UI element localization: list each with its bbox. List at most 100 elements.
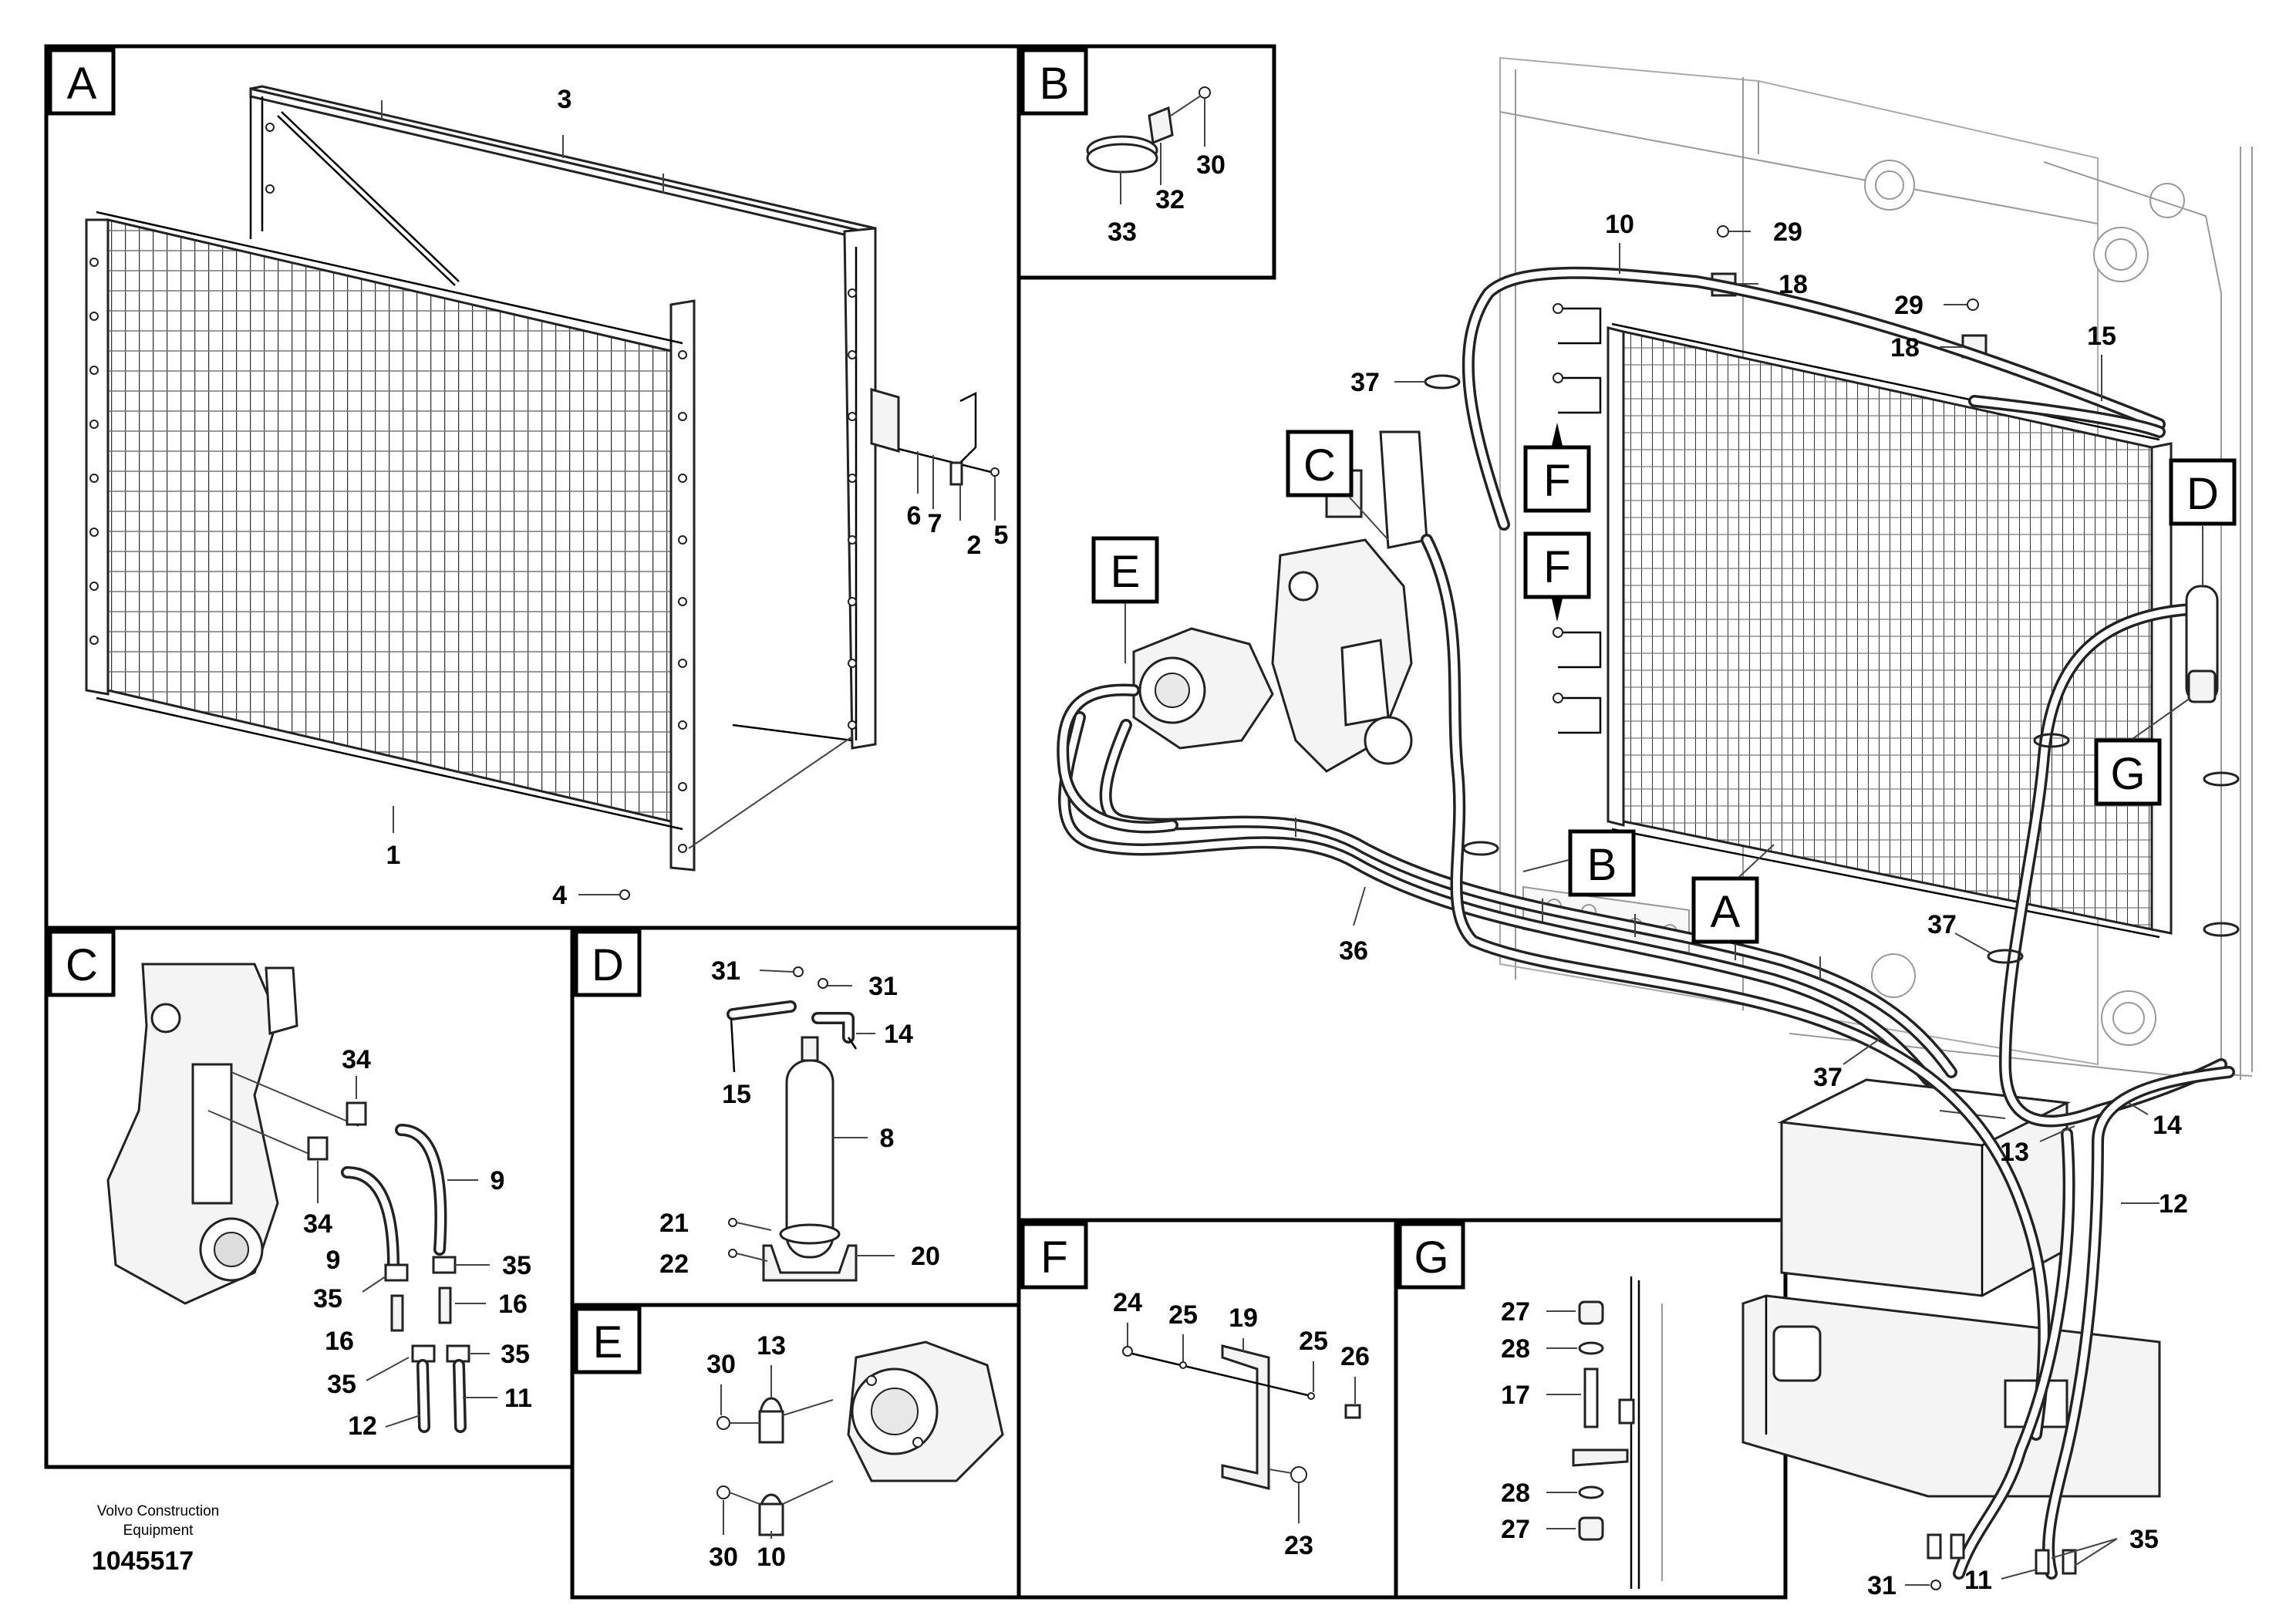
refrigerant-lines bbox=[1057, 266, 2240, 1590]
panel-d: D 31 31 14 15 8 21 22 20 bbox=[574, 929, 940, 1282]
overview-tag-g: G bbox=[2094, 697, 2191, 806]
overview-tag-a: A bbox=[1691, 844, 1775, 944]
callout-4: 4 bbox=[552, 881, 567, 910]
callout-f-24: 24 bbox=[1113, 1288, 1142, 1317]
panel-tag-c: C bbox=[48, 929, 116, 997]
svg-text:E: E bbox=[1111, 547, 1141, 597]
svg-text:C: C bbox=[66, 940, 98, 990]
overview-callout-37c: 37 bbox=[1813, 1063, 1843, 1092]
callout-e-13: 13 bbox=[757, 1331, 786, 1361]
bracket-assembly bbox=[870, 388, 1000, 521]
engine-housing bbox=[106, 963, 298, 1305]
svg-text:G: G bbox=[1414, 1233, 1448, 1283]
overview-callout-13: 13 bbox=[2000, 1138, 2029, 1167]
panel-tag-a: A bbox=[48, 48, 116, 116]
overview-tag-c: C bbox=[1286, 430, 1389, 541]
callout-g-27a: 27 bbox=[1501, 1297, 1530, 1327]
callout-7: 7 bbox=[928, 509, 942, 538]
callout-d-14: 14 bbox=[884, 1020, 913, 1049]
panel-f: F 24 25 19 25 26 23 bbox=[1020, 1222, 1370, 1560]
svg-text:A: A bbox=[1711, 887, 1741, 937]
callout-f-23: 23 bbox=[1284, 1531, 1313, 1560]
callout-d-22: 22 bbox=[659, 1249, 689, 1279]
overview-callout-37b: 37 bbox=[1927, 910, 1957, 939]
svg-text:F: F bbox=[1543, 456, 1570, 506]
callout-6: 6 bbox=[907, 501, 922, 531]
callout-c-12: 12 bbox=[348, 1411, 377, 1441]
overview-callout-18a: 18 bbox=[1778, 270, 1808, 299]
callout-1: 1 bbox=[386, 841, 401, 870]
panel-tag-g: G bbox=[1397, 1222, 1465, 1290]
callout-f-25b: 25 bbox=[1299, 1327, 1328, 1356]
overview-tag-f1: F bbox=[1523, 423, 1591, 513]
callout-c-9b: 9 bbox=[326, 1246, 341, 1275]
svg-text:D: D bbox=[2186, 469, 2219, 519]
svg-text:F: F bbox=[1543, 542, 1570, 592]
publisher-footer: Volvo Construction Equipment 1045517 bbox=[92, 1503, 219, 1576]
callout-c-16b: 16 bbox=[325, 1327, 354, 1356]
callout-e-10: 10 bbox=[757, 1543, 786, 1572]
panel-c: C 34 34 bbox=[48, 929, 532, 1441]
svg-text:F: F bbox=[1040, 1233, 1067, 1283]
svg-text:E: E bbox=[593, 1317, 623, 1367]
overview-callout-37a: 37 bbox=[1350, 368, 1380, 397]
callout-e-30a: 30 bbox=[706, 1350, 736, 1379]
panel-tag-b: B bbox=[1020, 48, 1088, 116]
overview-callout-10: 10 bbox=[1605, 210, 1634, 239]
panel-tag-e: E bbox=[574, 1307, 642, 1374]
callout-d-31b: 31 bbox=[868, 972, 898, 1001]
panel-a: A bbox=[48, 48, 1009, 910]
condenser-core bbox=[85, 211, 853, 872]
panel-tag-f: F bbox=[1020, 1222, 1088, 1290]
callout-c-35a: 35 bbox=[502, 1251, 531, 1280]
callout-c-9a: 9 bbox=[491, 1166, 505, 1195]
footer-line2: Equipment bbox=[123, 1523, 194, 1539]
svg-text:B: B bbox=[1040, 59, 1070, 109]
overview-assembly: C E F F D G B bbox=[1057, 56, 2253, 1600]
svg-text:D: D bbox=[592, 940, 624, 990]
callout-c-16a: 16 bbox=[498, 1290, 528, 1319]
callout-2: 2 bbox=[967, 531, 982, 560]
footer-line1: Volvo Construction bbox=[97, 1503, 219, 1519]
callout-f-25a: 25 bbox=[1168, 1300, 1198, 1330]
callout-g-17: 17 bbox=[1501, 1381, 1530, 1410]
overview-callout-29a: 29 bbox=[1773, 218, 1802, 247]
callout-f-19: 19 bbox=[1229, 1303, 1258, 1333]
overview-callout-11: 11 bbox=[1964, 1566, 1992, 1595]
overview-callout-12: 12 bbox=[2159, 1189, 2188, 1219]
svg-text:A: A bbox=[67, 59, 97, 109]
callout-d-15: 15 bbox=[722, 1080, 751, 1109]
overview-tag-f2: F bbox=[1523, 531, 1591, 622]
callout-d-21: 21 bbox=[659, 1209, 689, 1238]
callout-d-20: 20 bbox=[911, 1242, 940, 1271]
overview-callout-18b: 18 bbox=[1890, 333, 1920, 363]
callout-g-28b: 28 bbox=[1501, 1479, 1530, 1508]
callout-c-35d: 35 bbox=[327, 1370, 356, 1399]
overview-callout-15: 15 bbox=[2087, 322, 2116, 351]
callout-b-30: 30 bbox=[1196, 150, 1226, 180]
condenser-overview bbox=[1553, 225, 2173, 939]
overview-tag-b: B bbox=[1522, 829, 1636, 897]
overview-callout-14: 14 bbox=[2153, 1111, 2182, 1140]
diagram-number: 1045517 bbox=[92, 1546, 194, 1576]
callout-b-32: 32 bbox=[1155, 185, 1185, 214]
condenser-frame bbox=[249, 85, 877, 750]
callout-g-27b: 27 bbox=[1501, 1515, 1530, 1544]
callout-5: 5 bbox=[994, 521, 1009, 550]
callout-c-34a: 34 bbox=[342, 1045, 371, 1074]
overview-callout-36: 36 bbox=[1339, 936, 1368, 966]
callout-b-33: 33 bbox=[1108, 218, 1137, 247]
overview-tag-e: E bbox=[1091, 536, 1159, 663]
callout-c-11: 11 bbox=[504, 1384, 532, 1413]
overview-callout-29b: 29 bbox=[1894, 291, 1923, 320]
callout-c-35c: 35 bbox=[501, 1340, 530, 1369]
callout-e-30b: 30 bbox=[709, 1543, 738, 1572]
panel-b: B 30 32 33 bbox=[1020, 48, 1226, 247]
callout-d-8: 8 bbox=[880, 1124, 895, 1153]
callout-c-35b: 35 bbox=[313, 1284, 342, 1313]
panel-e: E 30 13 30 10 bbox=[574, 1307, 1004, 1572]
svg-text:B: B bbox=[1587, 840, 1617, 890]
callout-f-26: 26 bbox=[1340, 1342, 1370, 1371]
overview-tag-d: D bbox=[2169, 458, 2237, 586]
svg-text:C: C bbox=[1303, 440, 1336, 491]
